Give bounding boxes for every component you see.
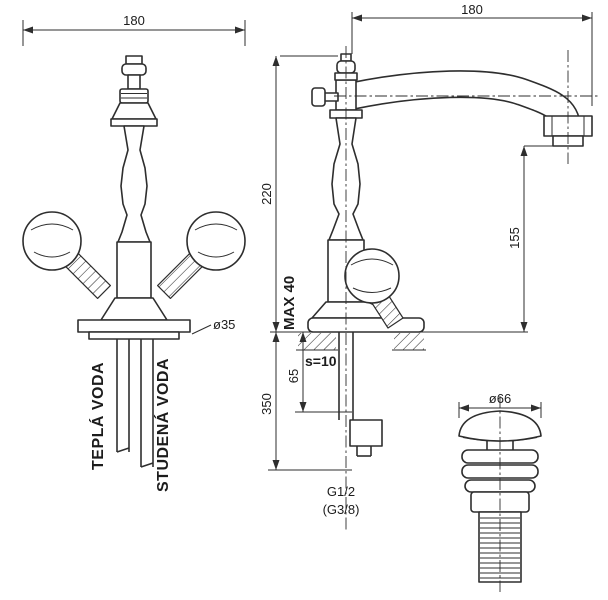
- height-220-dimension: 220: [259, 55, 338, 332]
- faucet-ring: [110, 118, 158, 127]
- side-handle: [344, 248, 404, 329]
- flange-diameter-callout: ø35: [191, 317, 235, 335]
- length-350-dimension: 350: [259, 332, 352, 471]
- label-max-40: MAX 40: [281, 276, 298, 330]
- counter-hatch: [296, 333, 426, 351]
- side-handle-ball: [344, 248, 400, 304]
- faucet-column: [117, 125, 151, 243]
- faucet-main-body: [116, 241, 152, 299]
- side-reach-dimension: 180: [351, 2, 593, 106]
- supply-tube-hot: [116, 339, 130, 453]
- handle-left: [22, 211, 112, 299]
- dim-350: 350: [259, 393, 274, 415]
- faucet-base-cone: [100, 297, 168, 321]
- supply-tube-cold: [140, 339, 154, 468]
- spout: [349, 70, 593, 147]
- popup-rod-knob: [311, 87, 326, 107]
- dim-65: 65: [286, 369, 301, 383]
- dim-side-reach: 180: [461, 2, 483, 17]
- faucet-collar: [119, 88, 149, 104]
- base-flange-lower: [88, 331, 180, 340]
- label-s10: s=10: [305, 353, 337, 369]
- label-thread-g38: (G3/8): [323, 502, 360, 517]
- label-dia-35: ø35: [213, 317, 235, 332]
- faucet-cap-ball: [121, 63, 147, 76]
- dim-height-220: 220: [259, 183, 274, 205]
- height-155-dimension: 155: [507, 145, 568, 332]
- faucet-front-body: [100, 55, 168, 321]
- centerlines-group: [334, 46, 600, 592]
- front-width-dimension: 180: [22, 13, 246, 46]
- faucet-cap: [125, 55, 143, 65]
- popup-rod-stem: [323, 92, 339, 102]
- front-view-group: 180: [22, 13, 246, 492]
- faucet-flare: [111, 102, 157, 120]
- mounting-nut: [349, 419, 383, 447]
- handle-right-ball: [186, 211, 246, 271]
- label-hot-water: TEPLÁ VODA: [88, 362, 107, 470]
- dim-front-width: 180: [123, 13, 145, 28]
- mounting-shank: [338, 332, 383, 457]
- faucet-neck: [127, 74, 141, 90]
- dim-height-155: 155: [507, 227, 522, 249]
- label-thread-g12: G1/2: [327, 484, 355, 499]
- side-view-group: 180 220: [259, 2, 593, 517]
- side-flange: [307, 317, 425, 333]
- handle-left-ball: [22, 211, 82, 271]
- base-flange: [77, 319, 191, 333]
- length-65-dimension: 65: [286, 332, 352, 413]
- label-cold-water: STUDENÁ VODA: [153, 358, 172, 492]
- handle-right: [157, 211, 246, 299]
